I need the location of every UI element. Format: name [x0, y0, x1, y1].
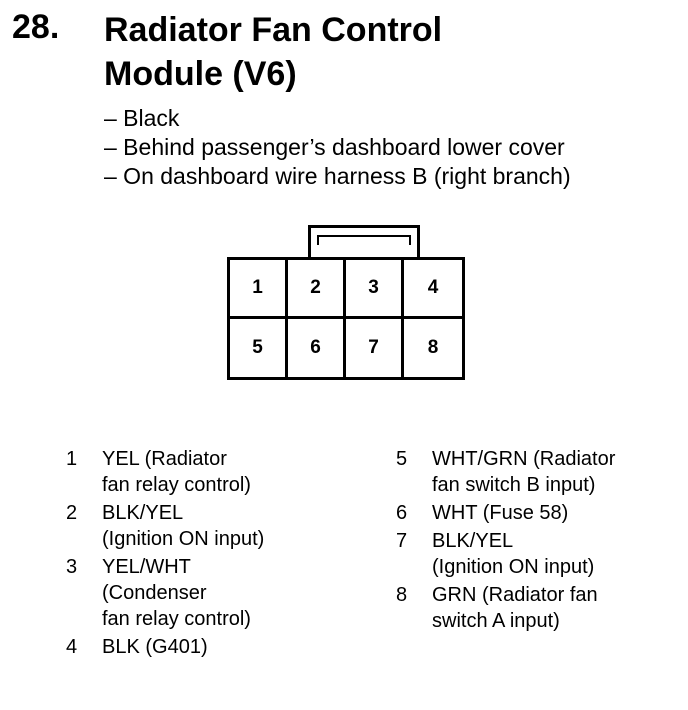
title-line: Radiator Fan Control	[104, 11, 443, 49]
cavity-8: 8	[427, 336, 439, 358]
pin-number: 2	[66, 502, 78, 524]
pin-entry: 6 WHT (Fuse 58)	[396, 500, 676, 526]
pin-line: BLK (G401)	[102, 636, 208, 658]
pin-description: YEL (Radiator fan relay control)	[102, 446, 251, 498]
pin-entry: 2 BLK/YEL (Ignition ON input)	[66, 500, 366, 552]
pin-line: WHT (Fuse 58)	[432, 502, 569, 524]
pin-line: (Ignition ON input)	[102, 528, 265, 550]
connector-lock-tab	[308, 225, 420, 259]
pin-list-left: 1 YEL (Radiator fan relay control) 2 BLK…	[66, 446, 366, 662]
pin-line: (Condenser	[102, 582, 207, 604]
cavity-6: 6	[288, 318, 346, 377]
pin-description: WHT/GRN (Radiator fan switch B input)	[432, 446, 615, 498]
location-notes: – Black – Behind passenger’s dashboard l…	[104, 104, 571, 191]
pin-list-right: 5 WHT/GRN (Radiator fan switch B input) …	[396, 446, 676, 636]
connector-diagram: 1 2 3 4 5 6 7 8	[227, 225, 465, 380]
pin-line: BLK/YEL	[432, 530, 514, 552]
pin-line: YEL/WHT	[102, 556, 191, 578]
pin-entry: 4 BLK (G401)	[66, 634, 366, 660]
pin-line: (Ignition ON input)	[432, 556, 595, 578]
pin-entry: 1 YEL (Radiator fan relay control)	[66, 446, 366, 498]
pin-number: 7	[396, 530, 408, 552]
note-location: – Behind passenger’s dashboard lower cov…	[104, 134, 565, 160]
connector-lock-tab-inner	[317, 235, 411, 245]
cavity-1: 1	[230, 260, 288, 319]
pin-number: 5	[396, 448, 408, 470]
pin-description: BLK/YEL (Ignition ON input)	[432, 528, 594, 580]
pin-entry: 3 YEL/WHT (Condenser fan relay control)	[66, 554, 366, 632]
pin-entry: 8 GRN (Radiator fan switch A input)	[396, 582, 676, 634]
pin-entry: 7 BLK/YEL (Ignition ON input)	[396, 528, 676, 580]
note-harness: – On dashboard wire harness B (right bra…	[104, 163, 571, 189]
pin-line: switch A input)	[432, 610, 560, 632]
pin-number: 1	[66, 448, 78, 470]
pin-description: BLK/YEL (Ignition ON input)	[102, 500, 264, 552]
cavity-7: 7	[346, 318, 404, 377]
cavity-5: 5	[230, 318, 288, 377]
note-color: – Black	[104, 105, 180, 131]
pin-description: WHT (Fuse 58)	[432, 500, 568, 526]
title-line: Module (V6)	[104, 55, 297, 93]
pin-line: BLK/YEL	[102, 502, 184, 524]
pin-line: WHT/GRN (Radiator	[432, 448, 616, 470]
connector-cavity-grid: 1 2 3 4 5 6 7 8	[227, 257, 465, 380]
pin-line: fan switch B input)	[432, 474, 596, 496]
cavity-3: 3	[346, 260, 404, 319]
pin-line: fan relay control)	[102, 474, 251, 496]
page-title: Radiator Fan Control Module (V6)	[104, 8, 442, 96]
section-number: 28.	[12, 8, 60, 46]
pin-description: BLK (G401)	[102, 634, 208, 660]
cavity-2: 2	[288, 260, 346, 319]
pin-description: YEL/WHT (Condenser fan relay control)	[102, 554, 251, 632]
pin-line: YEL (Radiator	[102, 448, 227, 470]
pin-entry: 5 WHT/GRN (Radiator fan switch B input)	[396, 446, 676, 498]
pin-line: fan relay control)	[102, 608, 251, 630]
pin-number: 4	[66, 636, 78, 658]
pin-number: 6	[396, 502, 408, 524]
pin-number: 3	[66, 556, 78, 578]
pin-line: GRN (Radiator fan	[432, 584, 598, 606]
cavity-4: 4	[404, 260, 462, 319]
pin-description: GRN (Radiator fan switch A input)	[432, 582, 598, 634]
pin-number: 8	[396, 584, 408, 606]
